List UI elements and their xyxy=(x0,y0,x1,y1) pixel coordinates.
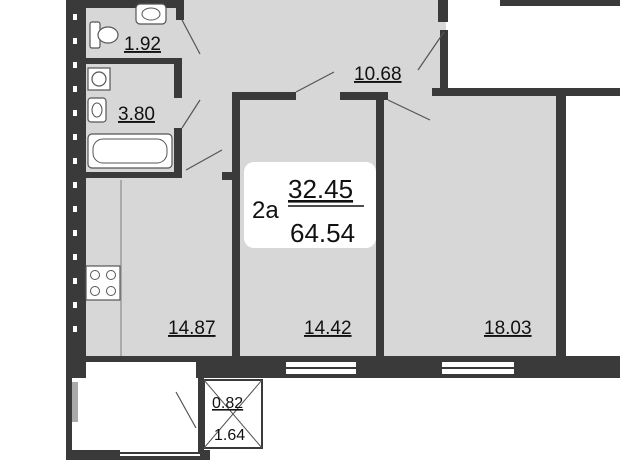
balcony xyxy=(66,362,263,460)
bottom-walls xyxy=(66,356,620,378)
area-label-bedroom: 14.42 xyxy=(304,318,352,339)
apartment-summary-badge: 2а 32.45 64.54 xyxy=(244,162,376,248)
door-swings xyxy=(181,19,445,171)
area-label-living-room: 18.03 xyxy=(484,318,532,339)
top-walls xyxy=(66,0,620,22)
sink-icon xyxy=(135,3,167,25)
apartment-type-label: 2а xyxy=(252,197,279,224)
area-label-wc: 1.92 xyxy=(124,34,161,55)
hallway-walls xyxy=(432,30,620,360)
bathtub-icon xyxy=(87,133,173,169)
washing-machine-icon xyxy=(87,67,111,91)
bathroom-sink-icon xyxy=(87,97,107,123)
outer-wall-left xyxy=(66,0,86,378)
area-label-kitchen: 14.87 xyxy=(168,318,216,339)
living-area-value: 32.45 xyxy=(288,174,353,204)
bathroom-partitions xyxy=(84,58,182,178)
kitchen-area xyxy=(120,180,122,356)
area-label-balcony: 0.82 xyxy=(212,395,243,412)
area-label-balcony-full: 1.64 xyxy=(214,427,245,444)
toilet-icon xyxy=(89,21,119,49)
area-label-hallway: 10.68 xyxy=(354,64,402,85)
area-label-bathroom: 3.80 xyxy=(118,104,155,125)
total-area-value: 64.54 xyxy=(290,218,355,248)
stove-icon xyxy=(85,265,121,301)
room-partitions xyxy=(222,92,388,360)
floor-fill xyxy=(84,0,564,360)
